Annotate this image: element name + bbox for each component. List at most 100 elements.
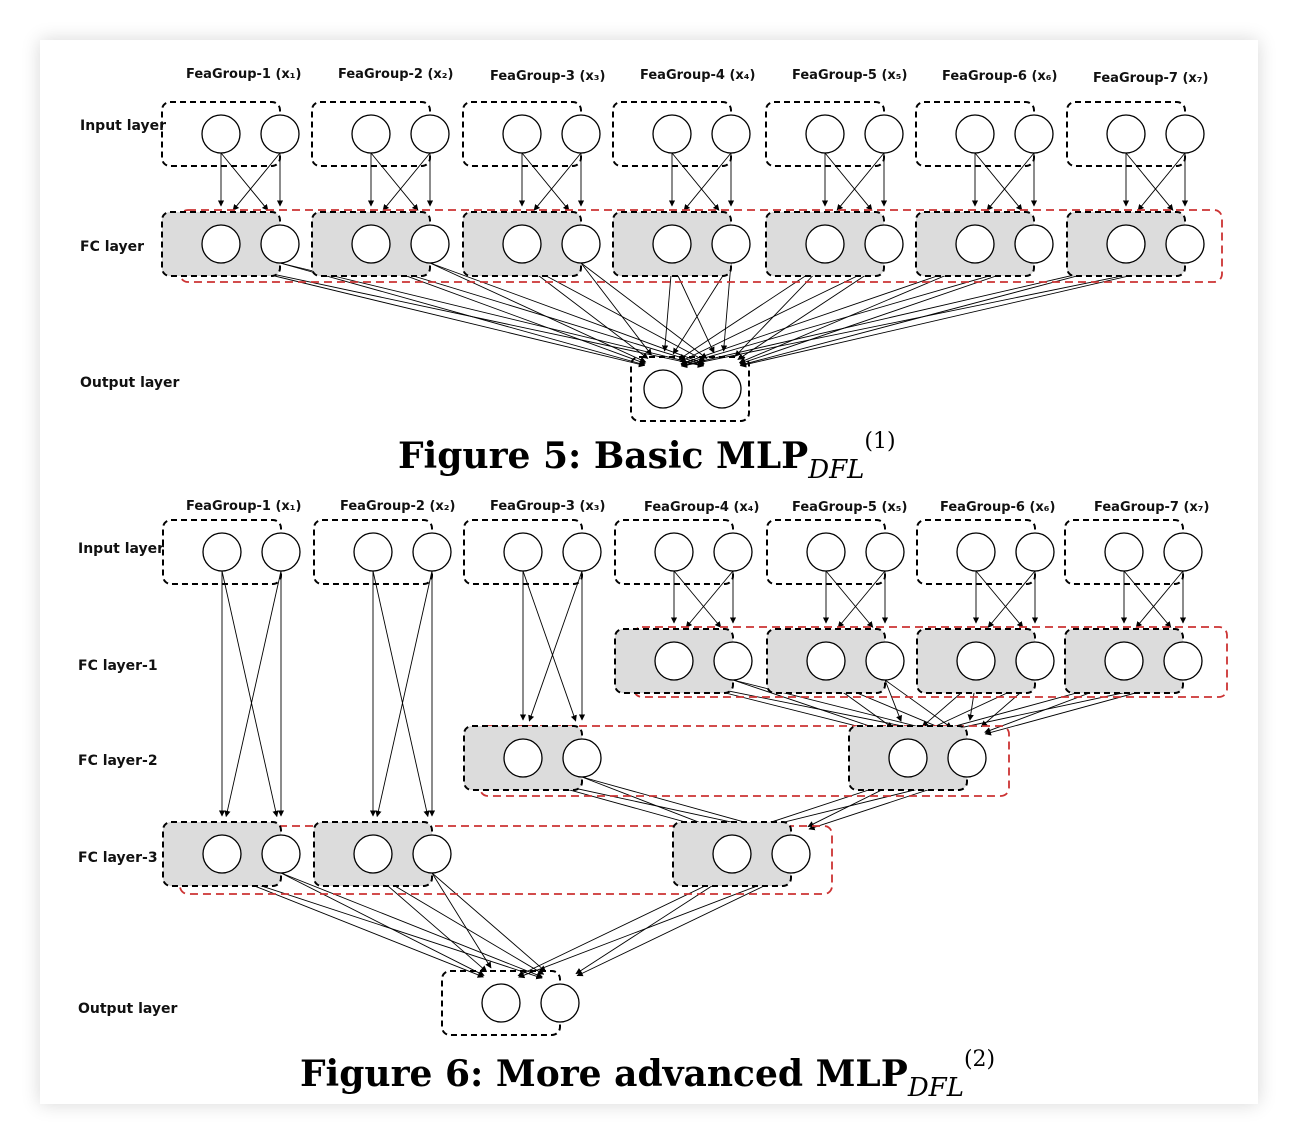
f5-output-neuron-b xyxy=(702,369,742,409)
f6-input-6-neuron-b xyxy=(1015,532,1055,572)
f5-group-label-4: FeaGroup-4 (x₄) xyxy=(640,68,755,83)
f5-input-1-neuron-a xyxy=(201,114,241,154)
f6-fc3-out-edge-1-11 xyxy=(431,872,547,972)
f6-input-7-neuron-b xyxy=(1163,532,1203,572)
f5-input-box-1 xyxy=(161,101,281,167)
f5-fc-1-neuron-b xyxy=(260,224,300,264)
f6-input-box-3 xyxy=(463,519,583,585)
f5-fc-4-neuron-a xyxy=(652,224,692,264)
f6-g4-in-fc1-edge-01 xyxy=(673,570,722,628)
f6-input-box-7 xyxy=(1064,519,1184,585)
figure5-boxes xyxy=(161,101,1223,422)
f5-input-7-neuron-a xyxy=(1106,114,1146,154)
f6-g5-in-fc1-edge-10 xyxy=(837,570,886,628)
f6-fc3-out-edge-2-01 xyxy=(575,872,733,975)
f6-g3-in-fc2-edge-01 xyxy=(522,570,577,722)
figure6-boxes xyxy=(162,519,1228,1036)
figure-card: FeaGroup-1 (x₁) FeaGroup-2 (x₂) FeaGroup… xyxy=(40,40,1258,1104)
f5-group-2-in-fc-edge-01 xyxy=(370,152,419,211)
f5-fc-layer-label: FC layer xyxy=(80,239,144,255)
f6-fc1-7-neuron-a xyxy=(1104,641,1144,681)
f6-fc3-3-neuron-b xyxy=(771,834,811,874)
f6-fc-layer-2-label: FC layer-2 xyxy=(78,753,158,769)
f6-input-box-2 xyxy=(313,519,433,585)
f6-group-label-1: FeaGroup-1 (x₁) xyxy=(186,499,301,514)
f6-input-5-neuron-a xyxy=(806,532,846,572)
diagram-canvas: FeaGroup-1 (x₁) FeaGroup-2 (x₂) FeaGroup… xyxy=(78,67,1228,1103)
f6-output-neuron-b xyxy=(540,983,580,1023)
f6-input-3-neuron-b xyxy=(562,532,602,572)
f6-g7-in-fc1-edge-10 xyxy=(1135,570,1184,628)
f5-fc-1-neuron-a xyxy=(201,224,241,264)
f5-output-layer-label: Output layer xyxy=(80,375,180,391)
f5-fc-6-neuron-b xyxy=(1014,224,1054,264)
f5-input-2-neuron-a xyxy=(351,114,391,154)
f5-group-1-in-fc-edge-01 xyxy=(220,152,269,211)
f5-input-box-4 xyxy=(612,101,732,167)
f5-group-label-2: FeaGroup-2 (x₂) xyxy=(338,67,453,82)
f5-group-3-in-fc-edge-01 xyxy=(521,152,570,211)
f6-g1-in-fc3-edge-10 xyxy=(224,570,282,818)
f6-fc3-out-edge-1-00 xyxy=(372,872,488,972)
f6-fc2-1-neuron-b xyxy=(562,738,602,778)
f5-group-3-in-fc-edge-10 xyxy=(533,152,582,211)
f5-input-2-neuron-b xyxy=(410,114,450,154)
f5-group-4-in-fc-edge-10 xyxy=(683,152,732,211)
f6-group-label-5: FeaGroup-5 (x₅) xyxy=(792,500,907,515)
f6-g7-in-fc1-edge-01 xyxy=(1123,570,1172,628)
f5-input-3-neuron-b xyxy=(561,114,601,154)
f6-fc3-out-edge-2-00 xyxy=(517,872,733,977)
f6-input-box-6 xyxy=(916,519,1036,585)
f5-fc-7-neuron-b xyxy=(1165,224,1205,264)
f5-group-1-in-fc-edge-10 xyxy=(232,152,281,211)
f6-fc1-5-neuron-a xyxy=(806,641,846,681)
f6-fc1-5-neuron-b xyxy=(865,641,905,681)
f5-fc-out-edge-0-00 xyxy=(220,262,646,368)
f5-fc-out-edge-6-01 xyxy=(739,262,1127,367)
f6-fc1-4-neuron-a xyxy=(654,641,694,681)
f6-g6-in-fc1-edge-01 xyxy=(975,570,1024,628)
f6-input-2-neuron-b xyxy=(412,532,452,572)
f6-fc1-6-neuron-a xyxy=(956,641,996,681)
figure6-neurons xyxy=(202,532,1203,1023)
f6-fc3-out-edge-0-00 xyxy=(221,872,484,978)
f6-input-3-neuron-a xyxy=(503,532,543,572)
f6-fc2-fc3-edge-0-11 xyxy=(581,776,774,832)
f6-input-7-neuron-a xyxy=(1104,532,1144,572)
f6-fc2-2-neuron-a xyxy=(888,738,928,778)
f6-g2-in-fc3-edge-10 xyxy=(375,570,433,818)
f6-group-label-2: FeaGroup-2 (x₂) xyxy=(340,499,455,514)
f5-fc-2-neuron-a xyxy=(351,224,391,264)
f6-fc3-out-edge-0-10 xyxy=(280,872,485,976)
f5-fc-out-edge-1-11 xyxy=(429,262,705,365)
f6-fc3-out-edge-2-10 xyxy=(518,872,792,979)
f6-fc2-1-neuron-a xyxy=(503,738,543,778)
f5-fc-out-edge-3-00 xyxy=(661,262,673,352)
f6-fc1-fc2-edge-1-10 xyxy=(884,679,902,722)
f6-fc-layer-1-label: FC layer-1 xyxy=(78,658,158,674)
figure5-caption: Figure 5: Basic MLPDFL(1) xyxy=(398,429,896,485)
f6-fc1-red-group xyxy=(633,626,1228,698)
f6-group-label-7: FeaGroup-7 (x₇) xyxy=(1094,500,1209,515)
f5-group-label-7: FeaGroup-7 (x₇) xyxy=(1093,71,1208,86)
f6-fc2-fc3-edge-0-10 xyxy=(581,776,715,830)
f6-input-layer-label: Input layer xyxy=(78,541,164,557)
f5-input-6-neuron-a xyxy=(955,114,995,154)
f6-fc3-1-neuron-b xyxy=(261,834,301,874)
f6-input-box-1 xyxy=(162,519,282,585)
f6-group-label-3: FeaGroup-3 (x₃) xyxy=(490,499,605,514)
f5-input-6-neuron-b xyxy=(1014,114,1054,154)
f5-output-box xyxy=(630,356,750,422)
f5-input-box-6 xyxy=(915,101,1035,167)
f6-fc2-2-neuron-b xyxy=(947,738,987,778)
f6-fc3-out-edge-0-01 xyxy=(221,872,543,980)
f6-input-2-neuron-a xyxy=(353,532,393,572)
f6-g4-in-fc1-edge-10 xyxy=(685,570,734,628)
f6-group-label-6: FeaGroup-6 (x₆) xyxy=(940,500,1055,515)
f5-fc-out-edge-1-10 xyxy=(429,262,647,363)
f5-input-5-neuron-b xyxy=(864,114,904,154)
f5-fc-out-edge-4-01 xyxy=(734,262,826,357)
f5-group-2-in-fc-edge-10 xyxy=(382,152,431,211)
f5-fc-out-edge-3-11 xyxy=(720,262,732,352)
f5-fc-out-edge-2-10 xyxy=(580,262,652,356)
